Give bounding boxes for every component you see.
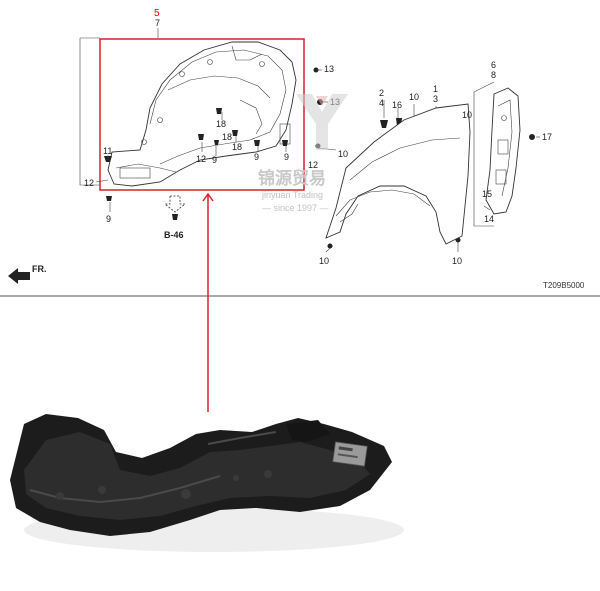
down-arrow-icon — [163, 195, 187, 213]
fender-liner-drawing — [107, 41, 297, 187]
callout-18: 18 — [216, 119, 226, 129]
product-photo — [10, 414, 404, 552]
callout-8: 8 — [491, 70, 496, 80]
watermark-chinese: 锦源贸易 — [258, 168, 326, 189]
callout-12: 12 — [308, 160, 318, 170]
callout-10: 10 — [452, 256, 462, 266]
watermark-english: jinyuan Trading — [261, 190, 323, 200]
watermark-logo-icon — [296, 94, 348, 150]
callout-15: 15 — [482, 189, 492, 199]
callout-6: 6 — [491, 60, 496, 70]
callout-3: 3 — [433, 94, 438, 104]
direction-label: FR. — [32, 264, 47, 274]
callout-11: 11 — [103, 146, 112, 156]
callout-10: 10 — [338, 149, 348, 159]
callout-12: 12 — [84, 178, 94, 188]
callout-9: 9 — [254, 152, 259, 162]
callout-2: 2 — [379, 88, 384, 98]
callout-7: 7 — [155, 18, 160, 28]
callout-10: 10 — [319, 256, 329, 266]
callout-9: 9 — [284, 152, 289, 162]
reference-b46[interactable]: B-46 — [164, 230, 184, 240]
group-bracket — [79, 38, 100, 186]
callout-10: 10 — [409, 92, 419, 102]
fastener-symbol — [172, 214, 178, 220]
callout-12: 12 — [196, 154, 206, 164]
callout-10: 10 — [462, 110, 472, 120]
callout-16: 16 — [392, 100, 402, 110]
callout-18: 18 — [232, 142, 242, 152]
highlight-box — [99, 38, 305, 191]
callout-17: 17 — [542, 132, 552, 142]
callout-4: 4 — [379, 98, 384, 108]
callout-13: 13 — [324, 64, 334, 74]
connector-arrow-icon — [202, 192, 214, 202]
callout-9: 9 — [212, 155, 217, 165]
callout-1: 1 — [433, 84, 438, 94]
callout-5: 5 — [154, 8, 160, 19]
front-fender-drawing — [325, 103, 471, 245]
callout-18: 18 — [222, 132, 232, 142]
part-code: T209B5000 — [543, 281, 585, 290]
watermark-since: — since 1997 — — [262, 203, 329, 213]
callout-9: 9 — [106, 214, 111, 224]
callout-14: 14 — [484, 214, 494, 224]
fender-bracket-drawing — [485, 87, 521, 215]
front-arrow-icon — [8, 268, 30, 284]
